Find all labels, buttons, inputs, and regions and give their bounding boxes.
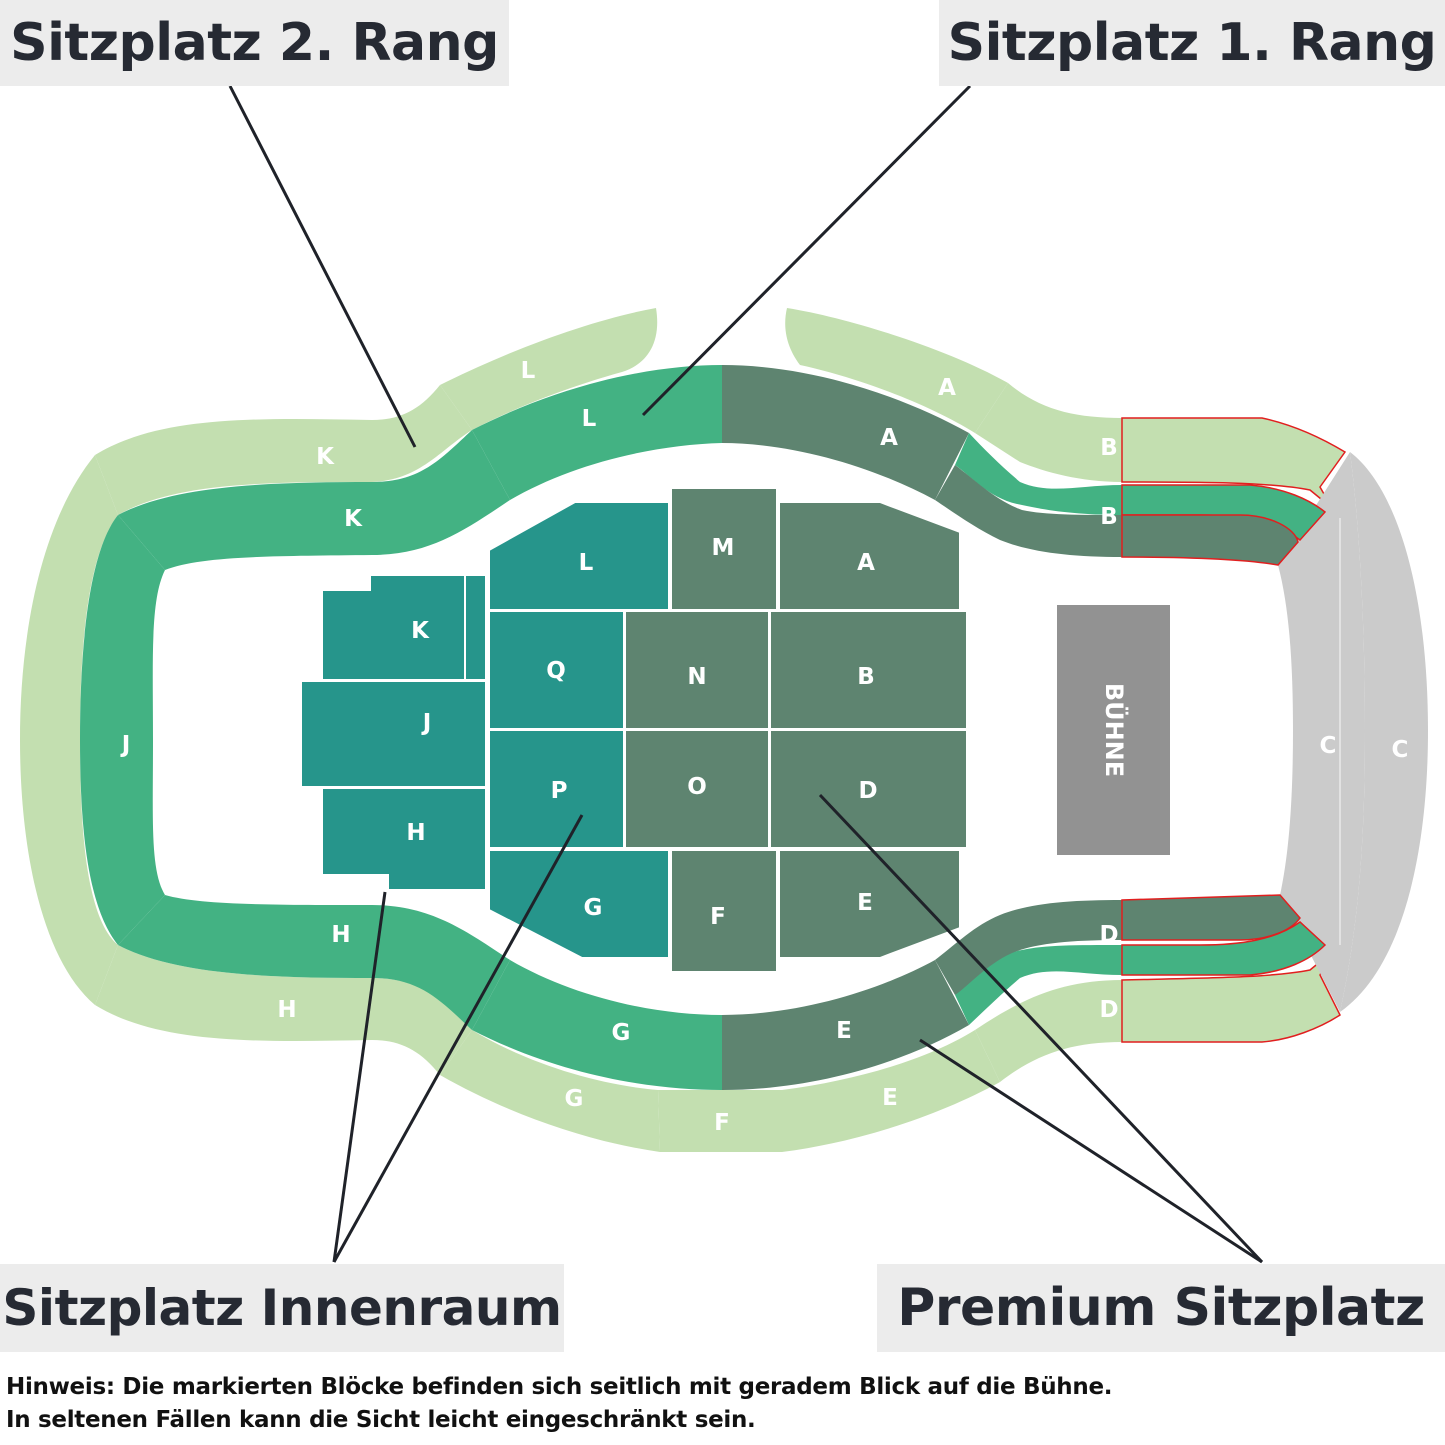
label-2rang-G: G <box>565 1086 584 1112</box>
label-floor-B: B <box>857 664 875 690</box>
label-premium-E: E <box>836 1018 852 1044</box>
label-1rang-J: J <box>120 732 131 758</box>
block-2rang-E[interactable] <box>782 1030 1000 1152</box>
label-side-C-inner: C <box>1320 733 1337 759</box>
floor-block-J[interactable] <box>300 680 487 788</box>
block-1rang-G[interactable] <box>472 960 722 1090</box>
label-floor-J: J <box>421 710 432 736</box>
block-2rang-B-marked[interactable] <box>1121 417 1347 509</box>
label-1rang-K: K <box>344 506 363 532</box>
block-2rang-G[interactable] <box>440 1030 660 1152</box>
label-1rang-H: H <box>331 922 350 948</box>
block-2rang-D-lower[interactable] <box>975 980 1122 1082</box>
floor-block-P[interactable] <box>488 729 625 849</box>
block-1rang-B[interactable] <box>955 433 1122 515</box>
block-labels: L A B K J H G F E D C L K J H G B D A E … <box>120 358 1409 1136</box>
legend-premium: Premium Sitzplatz <box>877 1264 1445 1352</box>
ring-1st-tier <box>80 365 1327 1090</box>
block-2rang-J[interactable] <box>20 455 118 1005</box>
label-2rang-B: B <box>1100 435 1118 461</box>
floor-block-G[interactable] <box>488 849 670 959</box>
label-2rang-K: K <box>316 444 335 470</box>
label-2rang-E: E <box>882 1085 898 1111</box>
block-C-outer[interactable] <box>1340 452 1428 1012</box>
label-floor-A: A <box>857 550 875 576</box>
block-premium-B[interactable] <box>935 465 1122 557</box>
stage-label: BÜHNE <box>1100 683 1130 777</box>
block-premium-D-marked[interactable] <box>1121 894 1301 941</box>
ring-2nd-tier <box>20 308 1347 1152</box>
label-2rang-C: C <box>1392 737 1409 763</box>
note-line-2: In seltenen Fällen kann die Sicht leicht… <box>6 1407 756 1433</box>
label-2rang-F: F <box>714 1110 730 1136</box>
label-floor-E: E <box>857 890 873 916</box>
label-1rang-D: D <box>1099 922 1118 948</box>
block-2rang-F[interactable] <box>658 1090 782 1152</box>
floor-block-Q[interactable] <box>488 610 625 730</box>
floor-block-F[interactable] <box>670 849 778 973</box>
label-floor-L: L <box>579 550 594 576</box>
block-1rang-H[interactable] <box>118 895 510 1030</box>
label-1rang-G: G <box>612 1020 631 1046</box>
label-floor-M: M <box>712 535 735 561</box>
label-floor-K: K <box>411 618 430 644</box>
block-2rang-K[interactable] <box>95 385 472 515</box>
block-2rang-A[interactable] <box>785 308 1008 433</box>
connector-lines <box>228 84 1264 1264</box>
block-premium-E[interactable] <box>722 960 969 1090</box>
block-2rang-B-upper[interactable] <box>975 383 1122 482</box>
floor-premium <box>624 487 968 973</box>
side-c-blocks <box>1278 452 1428 1012</box>
floor-innenraum <box>300 501 670 959</box>
label-floor-Q: Q <box>546 658 566 684</box>
note-line-1: Hinweis: Die markierten Blöcke befinden … <box>6 1374 1113 1400</box>
label-1rang-B: B <box>1100 504 1118 530</box>
block-1rang-J[interactable] <box>80 515 165 945</box>
floor-block-A[interactable] <box>778 501 961 611</box>
label-1rang-L: L <box>582 406 597 432</box>
label-premium-A: A <box>880 425 898 451</box>
block-premium-A[interactable] <box>722 365 969 500</box>
block-1rang-D[interactable] <box>955 945 1122 1025</box>
block-2rang-H[interactable] <box>95 945 472 1075</box>
floor-block-E[interactable] <box>778 849 961 959</box>
label-floor-H: H <box>406 820 425 846</box>
floor-block-K[interactable] <box>321 574 487 681</box>
legend-2nd-tier: Sitzplatz 2. Rang <box>0 0 509 86</box>
label-2rang-L: L <box>521 358 536 384</box>
floor-block-M[interactable] <box>670 487 778 611</box>
label-floor-F: F <box>710 904 726 930</box>
label-floor-D: D <box>858 778 877 804</box>
floor-block-L[interactable] <box>488 501 670 611</box>
label-2rang-D: D <box>1099 997 1118 1023</box>
floor-block-O[interactable] <box>624 729 770 849</box>
floor-block-H[interactable] <box>321 787 487 891</box>
label-floor-N: N <box>687 664 706 690</box>
ring-premium <box>722 365 1301 1090</box>
stage <box>1057 605 1170 855</box>
block-premium-D[interactable] <box>935 900 1122 995</box>
legend-1st-tier: Sitzplatz 1. Rang <box>939 0 1445 86</box>
label-floor-O: O <box>687 774 707 800</box>
floor-block-B[interactable] <box>769 610 968 730</box>
block-2rang-L[interactable] <box>440 308 658 430</box>
block-C-inner[interactable] <box>1278 452 1365 1012</box>
block-1rang-K[interactable] <box>118 430 510 570</box>
label-floor-G: G <box>584 895 603 921</box>
legend-innenraum: Sitzplatz Innenraum <box>0 1264 564 1352</box>
floor-block-D[interactable] <box>769 729 968 849</box>
label-2rang-H: H <box>277 997 296 1023</box>
label-2rang-A: A <box>938 375 956 401</box>
label-floor-P: P <box>551 778 568 804</box>
block-premium-B-marked[interactable] <box>1121 514 1299 566</box>
